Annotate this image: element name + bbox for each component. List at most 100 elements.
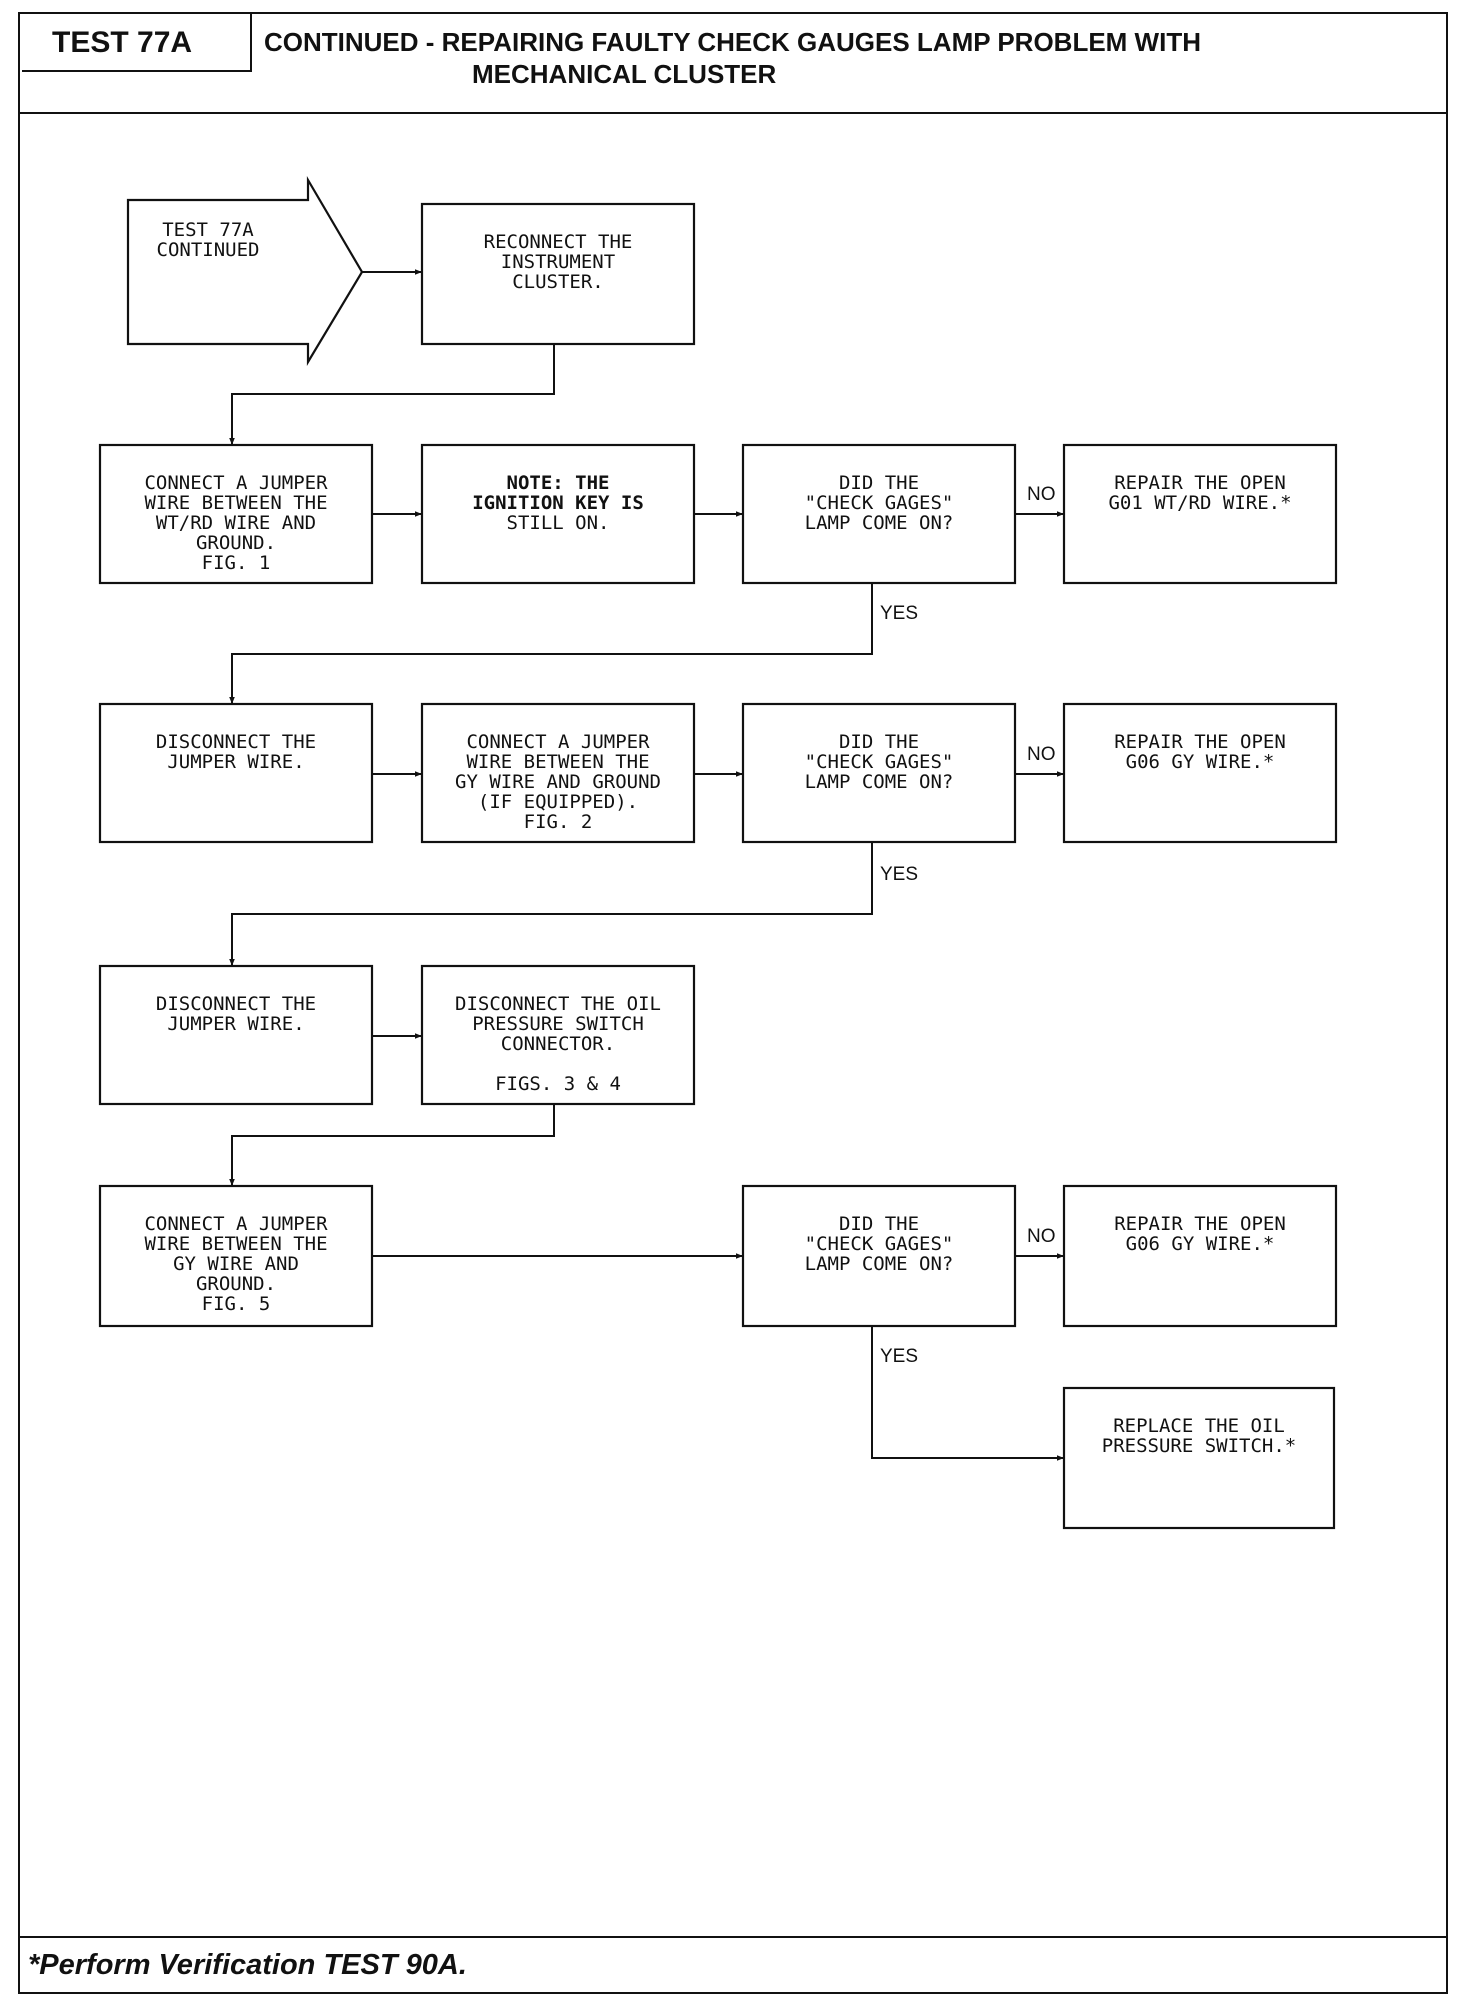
node-line: NOTE: THE — [507, 472, 610, 494]
node-line: "CHECK GAGES" — [805, 751, 954, 773]
node-line: WIRE BETWEEN THE — [466, 751, 649, 773]
node-line: CONNECT A JUMPER — [144, 1213, 328, 1235]
node-box — [420, 202, 696, 346]
node-line: FIGS. 3 & 4 — [495, 1073, 621, 1095]
node-line: (IF EQUIPPED). — [478, 791, 638, 813]
wire-q2-disconnect — [229, 842, 873, 966]
page-title: CONTINUED - REPAIRING FAULTY CHECK GAUGE… — [264, 26, 1414, 90]
node-line: WT/RD WIRE AND — [156, 512, 316, 534]
label-no-q1: NO — [1027, 484, 1056, 505]
label-no-q2: NO — [1027, 744, 1056, 765]
node-line: DID THE — [839, 1213, 919, 1235]
node-line: G06 GY WIRE.* — [1126, 751, 1275, 773]
node-line: STILL ON. — [507, 512, 610, 534]
branch-labels: NO YES NO YES NO YES — [880, 484, 1056, 1367]
node-line: RECONNECT THE — [484, 231, 633, 253]
node-box — [98, 443, 374, 585]
node-box — [1062, 702, 1338, 844]
footer-bar — [18, 1936, 1448, 1994]
node-line: FIG. 5 — [202, 1293, 271, 1315]
node-line: REPAIR THE OPEN — [1114, 472, 1286, 494]
node-line: LAMP COME ON? — [805, 512, 954, 534]
node-box — [420, 443, 696, 585]
node-box — [420, 964, 696, 1106]
node-line: LAMP COME ON? — [805, 771, 954, 793]
node-line: REPAIR THE OPEN — [1114, 731, 1286, 753]
node-line: "CHECK GAGES" — [805, 1233, 954, 1255]
node-line: FIG. 1 — [202, 552, 271, 574]
node-line: DISCONNECT THE OIL — [455, 993, 661, 1015]
node-line: WIRE BETWEEN THE — [144, 492, 327, 514]
node-box — [98, 1184, 374, 1328]
node-line: CONNECT A JUMPER — [466, 731, 650, 753]
header-bar — [18, 12, 1448, 114]
node-line: DID THE — [839, 731, 919, 753]
node-box — [741, 443, 1017, 585]
node-line: WIRE BETWEEN THE — [144, 1233, 327, 1255]
node-box — [98, 964, 374, 1106]
node-line: GROUND. — [196, 1273, 276, 1295]
node-line: DID THE — [839, 472, 919, 494]
node-line: GROUND. — [196, 532, 276, 554]
node-line: REPAIR THE OPEN — [1114, 1213, 1286, 1235]
node-line: CLUSTER. — [512, 271, 604, 293]
node-line: CONTINUED — [157, 239, 260, 261]
wire-oil-jumper — [229, 1104, 555, 1186]
node-line: GY WIRE AND GROUND — [455, 771, 661, 793]
node-line: TEST 77A — [162, 219, 254, 241]
node-line: PRESSURE SWITCH.* — [1102, 1435, 1296, 1457]
wire-q1-disconnect — [229, 583, 873, 704]
node-line: REPLACE THE OIL — [1113, 1415, 1285, 1437]
node-line: G01 WT/RD WIRE.* — [1108, 492, 1291, 514]
wire-q3-replace — [871, 1326, 1064, 1461]
label-no-q3: NO — [1027, 1226, 1056, 1247]
node-q2: DID THE"CHECK GAGES"LAMP COME ON? — [741, 702, 1017, 844]
page-frame — [18, 12, 1448, 1994]
node-line: LAMP COME ON? — [805, 1253, 954, 1275]
node-box — [1062, 443, 1338, 585]
title-line-2: MECHANICAL CLUSTER — [472, 59, 777, 89]
title-line-1: CONTINUED - REPAIRING FAULTY CHECK GAUGE… — [264, 27, 1201, 57]
wire-reconnect-jumper — [229, 344, 555, 445]
node-box — [741, 1184, 1017, 1328]
node-line: "CHECK GAGES" — [805, 492, 954, 514]
test-id: TEST 77A — [22, 14, 252, 72]
node-line: GY WIRE AND — [173, 1253, 299, 1275]
node-line: DISCONNECT THE — [156, 993, 316, 1015]
label-yes-q2: YES — [880, 864, 918, 885]
node-q3: DID THE"CHECK GAGES"LAMP COME ON? — [741, 1184, 1017, 1328]
node-box — [420, 702, 696, 844]
label-yes-q3: YES — [880, 1346, 918, 1367]
connectors — [229, 269, 1064, 1461]
node-box — [1062, 1184, 1338, 1328]
node-line: G06 GY WIRE.* — [1126, 1233, 1275, 1255]
node-line: IGNITION KEY IS — [472, 492, 644, 514]
node-line: INSTRUMENT — [501, 251, 615, 273]
node-line: PRESSURE SWITCH — [472, 1013, 644, 1035]
footer-note: *Perform Verification TEST 90A. — [28, 1949, 467, 1981]
node-box — [98, 702, 374, 844]
node-line: CONNECTOR. — [501, 1033, 615, 1055]
node-line: JUMPER WIRE. — [167, 1013, 304, 1035]
start-arrow-shape — [126, 175, 364, 366]
node-box — [741, 702, 1017, 844]
node-line: JUMPER WIRE. — [167, 751, 304, 773]
node-line: DISCONNECT THE — [156, 731, 316, 753]
label-yes-q1: YES — [880, 603, 918, 624]
node-box — [1062, 1386, 1336, 1530]
node-line: CONNECT A JUMPER — [144, 472, 328, 494]
